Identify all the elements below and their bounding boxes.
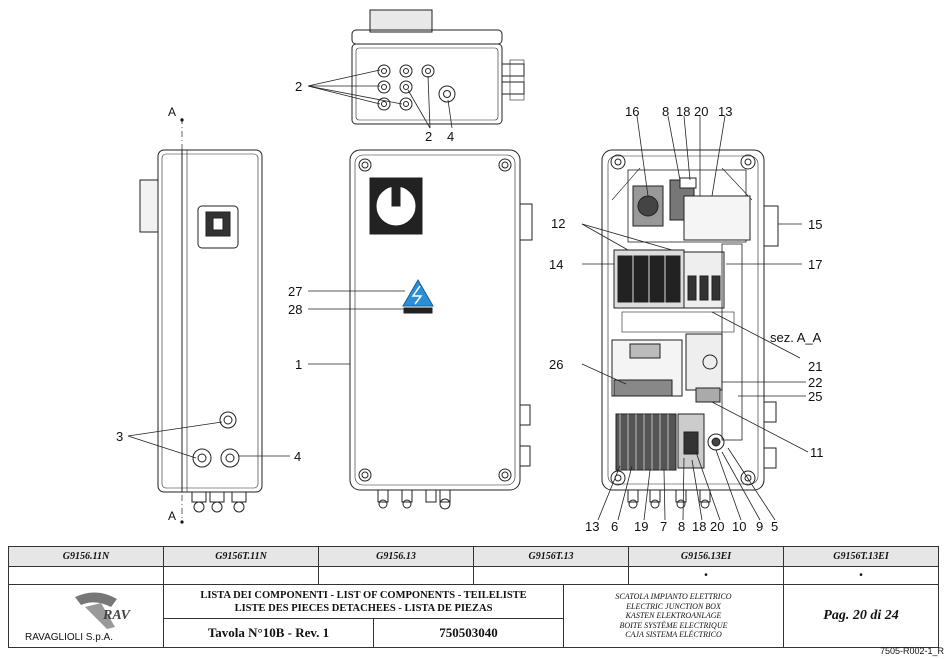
- company-logo-icon: RAV: [75, 592, 132, 629]
- callout-17: 17: [808, 257, 822, 272]
- tavola-cell: Tavola N°10B - Rev. 1: [164, 619, 374, 647]
- section-view: [601, 149, 779, 509]
- callout-12: 12: [551, 216, 565, 231]
- mark-cell: •: [784, 567, 938, 585]
- callout-13: 13: [718, 104, 732, 119]
- callout-8-bottom: 8: [678, 519, 685, 534]
- callout-7: 7: [660, 519, 667, 534]
- component-list-title: LISTA DEI COMPONENTI - LIST OF COMPONENT…: [164, 585, 564, 619]
- callout-22: 22: [808, 375, 822, 390]
- callout-27: 27: [288, 284, 302, 299]
- part-number-cell: 750503040: [374, 619, 564, 647]
- callout-2: 2: [295, 79, 302, 94]
- callout-5: 5: [771, 519, 778, 534]
- title-block: G9156.11N G9156T.11N G9156.13 G9156T.13 …: [8, 546, 939, 648]
- document-reference: 7505-R002-1_R: [879, 646, 944, 656]
- svg-text:RAV: RAV: [102, 608, 132, 623]
- description-line: CAJA SISTEMA ELÉCTRICO: [625, 630, 722, 640]
- description-line: SCATOLA IMPIANTO ELETTRICO: [615, 592, 732, 602]
- company-name: RAVAGLIOLI S.p.A.: [25, 632, 113, 643]
- callout-11: 11: [810, 445, 824, 460]
- callout-1: 1: [295, 357, 302, 372]
- front-view: [349, 149, 533, 510]
- mark-cell: [319, 567, 474, 585]
- model-cell: G9156.11N: [9, 547, 164, 567]
- side-view: [139, 118, 263, 522]
- section-label: sez. A_A: [770, 330, 822, 345]
- callout-13-bottom: 13: [585, 519, 599, 534]
- callout-19: 19: [634, 519, 648, 534]
- callout-3: 3: [116, 429, 123, 444]
- section-marker-top: A: [168, 105, 184, 122]
- logo-cell: RAV RAVAGLIOLI S.p.A.: [9, 585, 164, 647]
- callout-4-left: 4: [294, 449, 301, 464]
- callout-6: 6: [611, 519, 618, 534]
- callout-2b: 2: [425, 129, 432, 144]
- callout-25: 25: [808, 389, 822, 404]
- model-cell: G9156.13EI: [629, 547, 784, 567]
- callout-21: 21: [808, 359, 822, 374]
- mark-cell: [164, 567, 319, 585]
- description-line: BOITE SYSTÈME ELECTRIQUE: [619, 620, 728, 630]
- model-cell: G9156T.13: [474, 547, 629, 567]
- svg-text:A: A: [168, 509, 176, 523]
- description-cell: SCATOLA IMPIANTO ELETTRICO ELECTRIC JUNC…: [564, 585, 784, 647]
- callout-14: 14: [549, 257, 563, 272]
- model-cell: G9156T.11N: [164, 547, 319, 567]
- model-cell: G9156T.13EI: [784, 547, 938, 567]
- component-list-line2: LISTE DES PIECES DETACHEES - LISTA DE PI…: [234, 602, 493, 614]
- callout-4-top: 4: [447, 129, 454, 144]
- callout-20-bottom: 20: [710, 519, 724, 534]
- svg-text:A: A: [168, 105, 176, 119]
- mark-cell: [474, 567, 629, 585]
- callout-18-bottom: 18: [692, 519, 706, 534]
- model-cell: G9156.13: [319, 547, 474, 567]
- page-number-cell: Pag. 20 di 24: [823, 608, 899, 623]
- section-marker-bottom: A: [168, 509, 184, 524]
- leader-lines: [127, 69, 809, 521]
- callout-10: 10: [732, 519, 746, 534]
- callout-28: 28: [288, 302, 302, 317]
- callout-16: 16: [625, 104, 639, 119]
- top-view: [351, 9, 525, 125]
- callout-26: 26: [549, 357, 563, 372]
- component-list-line1: LISTA DEI COMPONENTI - LIST OF COMPONENT…: [200, 589, 527, 601]
- description-line: ELECTRIC JUNCTION BOX: [626, 601, 721, 611]
- callout-20: 20: [694, 104, 708, 119]
- callout-18: 18: [676, 104, 690, 119]
- technical-drawing: A A sez. A_A 2 2 4 16 8 18 20 13 12 14 1…: [116, 9, 824, 534]
- callout-15: 15: [808, 217, 822, 232]
- mark-cell: [9, 567, 164, 585]
- description-line: KASTEN ELEKTROANLAGE: [625, 611, 722, 621]
- callout-9: 9: [756, 519, 763, 534]
- callouts: 2 2 4 16 8 18 20 13 12 14 15 17 27 28 1 …: [116, 79, 824, 534]
- callout-8: 8: [662, 104, 669, 119]
- mark-cell: •: [629, 567, 784, 585]
